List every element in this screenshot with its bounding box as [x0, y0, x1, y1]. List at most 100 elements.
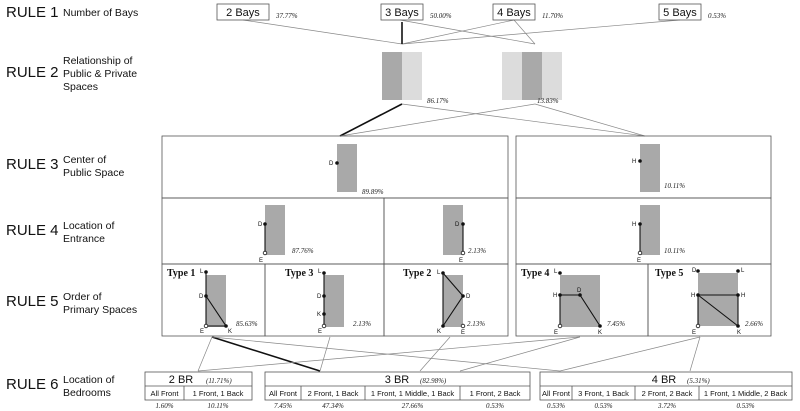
type1-percent: 85.63% [236, 320, 258, 328]
point-E [203, 323, 209, 329]
br-option-percent: 10.11% [207, 402, 228, 410]
point-bottom-label: E [259, 258, 263, 264]
point-bottom-label: E [459, 258, 463, 264]
br-option-label[interactable]: 2 Front, 2 Back [642, 389, 693, 398]
public-space-block [265, 205, 285, 255]
point-K [322, 312, 326, 316]
label-E: E [318, 329, 322, 335]
public-space-block [522, 52, 542, 100]
br-option-label[interactable]: 3 Front, 1 Back [578, 389, 629, 398]
bedroom-group-4br: 4 BR (5.31%) All Front 3 Front, 1 Back 2… [539, 371, 793, 410]
label-L: L [437, 270, 441, 276]
label-K: K [228, 329, 232, 335]
entrance-marker [637, 250, 643, 256]
public-space-block [337, 144, 357, 192]
bedroom-group-2br: 2 BR (11.71%) All Front 1 Front, 1 Back … [144, 371, 253, 410]
bay-box-2[interactable] [216, 3, 270, 21]
label-L: L [200, 269, 204, 275]
point-L [204, 270, 208, 274]
label-L: L [554, 269, 558, 275]
point-E [557, 323, 563, 329]
br-option-percent: 47.34% [322, 402, 344, 410]
label-D: D [317, 294, 322, 300]
type5-diagram[interactable]: D L H H E K [691, 268, 745, 336]
point-D [322, 294, 326, 298]
br-option-percent: 0.53% [736, 402, 754, 410]
br-option-percent: 1.60% [155, 402, 173, 410]
bay-box-5[interactable] [658, 3, 702, 21]
public-space-block [324, 275, 344, 327]
br-option-label[interactable]: 1 Front, 1 Back [193, 389, 244, 398]
rule-2-title-line-1: Relationship of [63, 55, 133, 67]
br-option-label[interactable]: All Front [269, 389, 298, 398]
br-option-label[interactable]: All Front [151, 389, 180, 398]
bay-percent-5: 0.53% [708, 12, 726, 20]
point-L [441, 271, 445, 275]
rule-2-options: 86.17% 13.83% [382, 52, 562, 105]
br-option-label[interactable]: 2 Front, 1 Back [308, 389, 359, 398]
rule-6-title-line-1: Location of [63, 374, 114, 386]
rule4-diagram-b[interactable]: D E [443, 205, 466, 264]
bay-percent-3: 50.00% [430, 12, 452, 20]
rule3-right-diagram[interactable]: H [632, 144, 660, 192]
connector-lines [197, 19, 701, 372]
public-space-block [206, 275, 226, 327]
br-label: 2 BR [169, 374, 194, 386]
entrance-marker [262, 250, 268, 256]
rule-5-title-line-1: Order of [63, 291, 102, 303]
label-L: L [318, 269, 322, 275]
br-option-percent: 7.45% [274, 402, 292, 410]
bay-label-4: 4 Bays [497, 7, 531, 19]
type1-diagram[interactable]: L D E K [199, 269, 232, 335]
rule-3-title-line-2: Public Space [63, 167, 124, 179]
point-E [695, 323, 701, 329]
br-option-label[interactable]: 1 Front, 1 Middle, 2 Back [704, 389, 788, 398]
rule3-left-box [161, 135, 509, 199]
rule-3-id: RULE 3 [6, 156, 59, 173]
type4-diagram[interactable]: L H D E K [553, 269, 602, 336]
point-top-label: D [258, 222, 263, 228]
rule4-diagram-a[interactable]: D E [258, 205, 285, 264]
rule2-option-right[interactable] [502, 52, 562, 100]
point-D [204, 294, 208, 298]
point-D [578, 293, 582, 297]
rule4-a-percent: 87.76% [292, 247, 314, 255]
type5-percent: 2.66% [745, 320, 763, 328]
rule5-box-type2 [383, 263, 509, 337]
point-K [736, 324, 740, 328]
br-option-label[interactable]: All Front [542, 389, 571, 398]
bedroom-group-3br: 3 BR (82.98%) All Front 2 Front, 1 Back … [264, 371, 531, 410]
type3-diagram[interactable]: L D K E [317, 269, 344, 335]
connector-4bays-right [513, 19, 536, 45]
connector-2bays [242, 19, 403, 45]
type2-diagram[interactable]: L D K E [437, 270, 471, 336]
label-D: D [466, 294, 471, 300]
connector-r2-right [534, 103, 646, 137]
br-percent: (11.71%) [206, 377, 232, 385]
br-option-percent: 3.72% [657, 402, 676, 410]
bay-label-3: 3 Bays [385, 7, 419, 19]
private-space-block [402, 52, 422, 100]
br-label: 4 BR [652, 374, 677, 386]
rule3-left-diagram[interactable]: D [329, 144, 357, 192]
point-L [736, 269, 740, 273]
connector-type2-3br [419, 336, 451, 372]
rule5-box-type5 [647, 263, 772, 337]
bay-box-4[interactable] [492, 3, 536, 21]
point-top-label: H [632, 222, 636, 228]
private-space-block-left [502, 52, 522, 100]
bay-box-3[interactable] [380, 3, 424, 21]
rule-2-title-line-2: Public & Private [63, 68, 137, 80]
connector-type1-2br [197, 336, 213, 372]
br-option-label[interactable]: 1 Front, 2 Back [470, 389, 521, 398]
point-D [696, 269, 700, 273]
point-marker-top [263, 222, 267, 226]
rule-1-bays: 2 Bays 37.77% 3 Bays 50.00% 4 Bays 11.70… [216, 3, 726, 21]
rule4-diagram-c[interactable]: H E [632, 205, 660, 264]
br-option-label[interactable]: 1 Front, 1 Middle, 1 Back [371, 389, 455, 398]
rule2-option-left[interactable] [382, 52, 422, 100]
label-D: D [577, 288, 582, 294]
bay-percent-4: 11.70% [542, 12, 563, 20]
br-option-percent: 0.53% [594, 402, 612, 410]
